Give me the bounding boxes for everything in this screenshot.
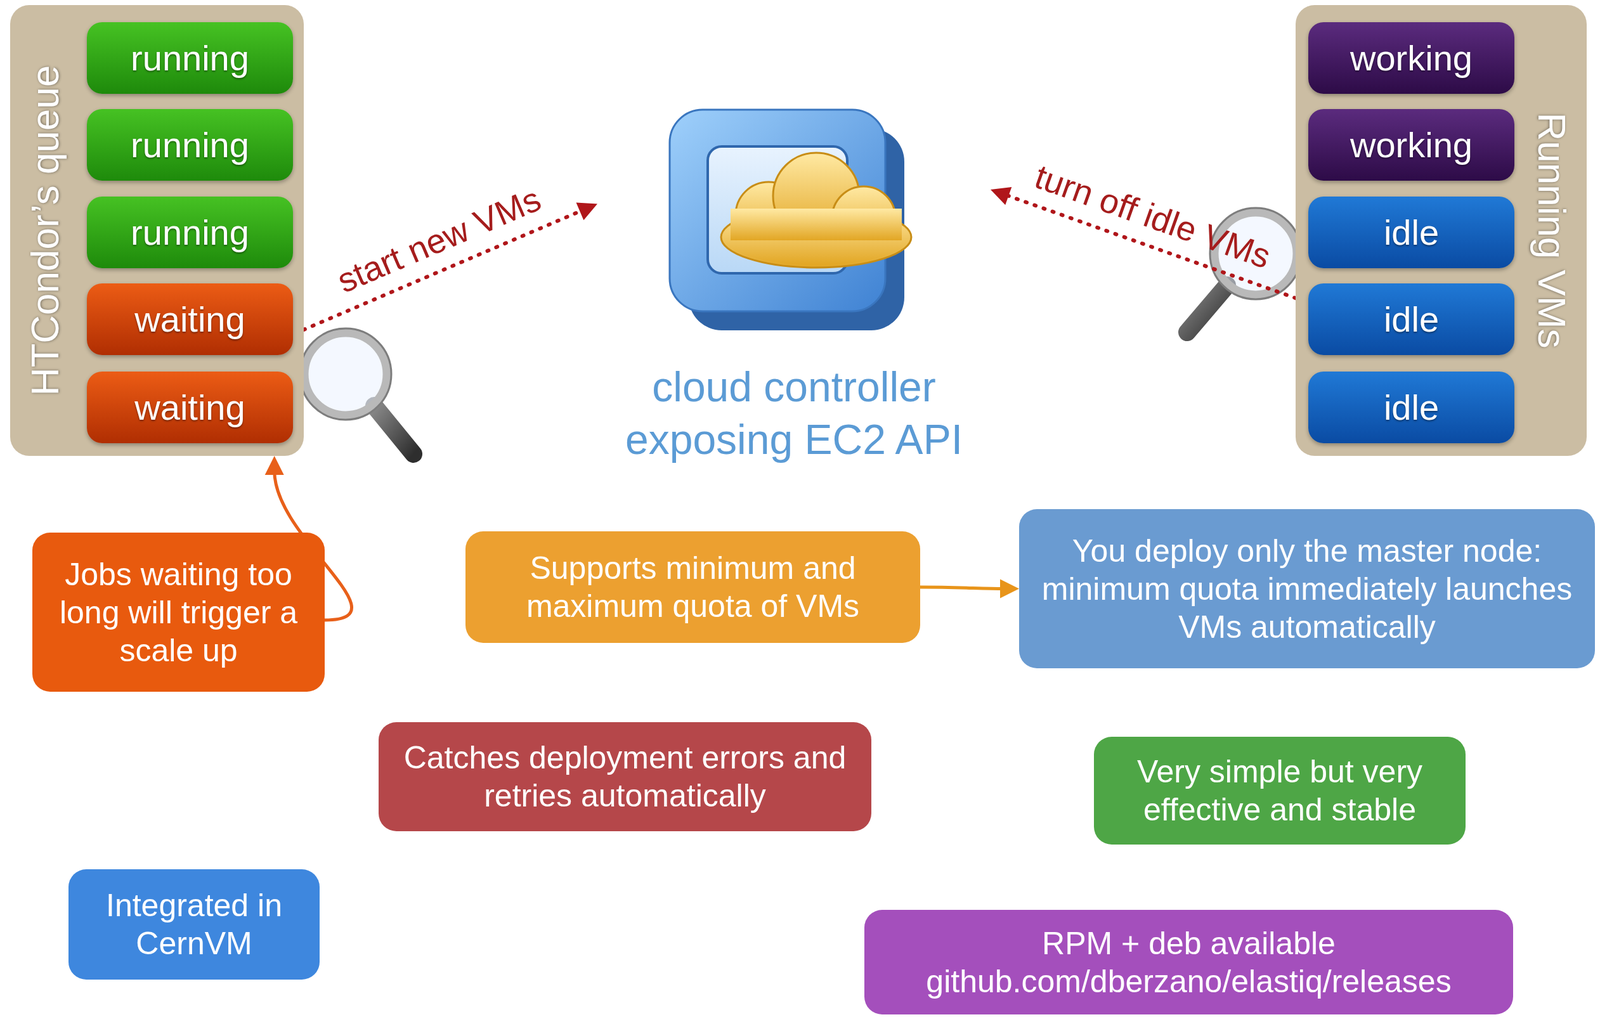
callout-text: You deploy only the master node: minimum… xyxy=(1034,532,1580,647)
callout-box: Jobs waiting too long will trigger a sca… xyxy=(32,532,325,692)
status-label: running xyxy=(130,37,250,79)
cloud-icon-holder xyxy=(660,107,928,336)
status-box: idle xyxy=(1308,196,1515,269)
status-box: waiting xyxy=(86,371,293,444)
panel-title: Running VMs xyxy=(1529,112,1575,349)
connector xyxy=(920,579,1020,599)
arrowhead xyxy=(576,202,598,221)
status-box: idle xyxy=(1308,371,1515,444)
cloud-controller: cloud controller exposing EC2 API xyxy=(597,107,991,466)
callout-text: Jobs waiting too long will trigger a sca… xyxy=(47,555,310,670)
status-box: working xyxy=(1308,109,1515,181)
callout-box: Supports minimum and maximum quota of VM… xyxy=(465,531,921,644)
status-label: working xyxy=(1350,124,1473,166)
callout-text: Integrated in CernVM xyxy=(83,886,305,963)
cloud-icon xyxy=(660,107,928,336)
callout-box: Very simple but very effective and stabl… xyxy=(1093,736,1466,845)
panel: HTCondor’s queue running running running wai… xyxy=(10,5,304,456)
status-box: running xyxy=(86,109,293,181)
callout-box: RPM + deb available github.com/dberzano/… xyxy=(864,910,1514,1015)
status-box: running xyxy=(86,22,293,94)
status-label: waiting xyxy=(134,386,245,429)
panel-title: HTCondor’s queue xyxy=(22,65,68,397)
panel-title-strip: HTCondor’s queue xyxy=(10,5,80,456)
connector-line xyxy=(920,587,1004,590)
status-label: running xyxy=(130,211,250,254)
status-box: idle xyxy=(1308,283,1515,356)
status-label: idle xyxy=(1383,211,1439,254)
arrowhead xyxy=(265,455,285,475)
arrowhead xyxy=(990,187,1012,205)
status-label: waiting xyxy=(134,298,245,340)
cloud-caption: cloud controller exposing EC2 API xyxy=(597,360,991,466)
callout-box: Integrated in CernVM xyxy=(68,869,320,980)
status-label: idle xyxy=(1383,298,1439,340)
status-box: waiting xyxy=(86,283,293,356)
magnifier-left xyxy=(299,328,414,455)
callout-box: You deploy only the master node: minimum… xyxy=(1019,509,1595,669)
callout-text: Catches deployment errors and retries au… xyxy=(393,738,857,815)
status-label: idle xyxy=(1383,386,1439,429)
callout-text: Very simple but very effective and stabl… xyxy=(1109,752,1451,829)
callout-text: Supports minimum and maximum quota of VM… xyxy=(480,549,905,626)
callout-text: RPM + deb available github.com/dberzano/… xyxy=(879,924,1498,1001)
status-box: working xyxy=(1308,22,1515,94)
panel-title-strip: Running VMs xyxy=(1516,5,1587,456)
arrowhead xyxy=(1000,579,1020,599)
status-box: running xyxy=(86,196,293,269)
callout-box: Catches deployment errors and retries au… xyxy=(378,722,872,832)
status-label: running xyxy=(130,124,250,166)
status-label: working xyxy=(1350,37,1473,79)
panel: Running VMs working working idle idle idle xyxy=(1295,5,1587,456)
